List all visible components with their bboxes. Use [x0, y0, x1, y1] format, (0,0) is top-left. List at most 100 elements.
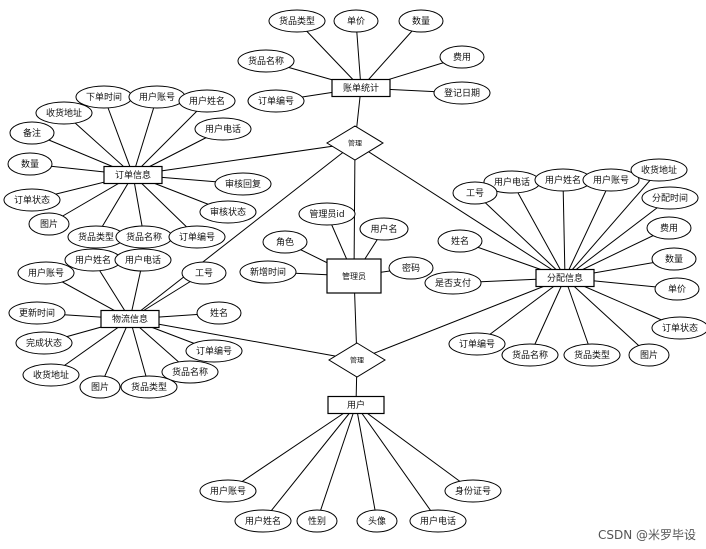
- attribute-o8: 审核回复: [214, 172, 272, 196]
- attribute-u1: 用户账号: [199, 479, 257, 503]
- entity-order: 订单信息: [103, 165, 163, 185]
- relation-r_top: 管理: [326, 125, 384, 161]
- attribute-b6: 订单编号: [247, 89, 305, 113]
- node-label: 新增时间: [250, 266, 286, 278]
- node-label: 身份证号: [455, 485, 491, 497]
- attribute-o1: 下单时间: [75, 85, 133, 109]
- node-label: 管理员id: [309, 208, 344, 220]
- node-label: 物流信息: [112, 313, 148, 325]
- attribute-o12: 货品类型: [67, 225, 125, 249]
- attribute-l11: 图片: [79, 375, 121, 399]
- node-label: 审核回复: [225, 178, 261, 190]
- node-label: 用户电话: [420, 515, 456, 527]
- node-label: 账单统计: [343, 82, 379, 94]
- node-label: 分配时间: [652, 192, 688, 204]
- attribute-s2: 用户姓名: [534, 168, 592, 192]
- node-label: 订单编号: [196, 345, 232, 357]
- node-label: 用户姓名: [75, 254, 111, 266]
- node-label: 工号: [466, 188, 484, 199]
- node-label: 单价: [668, 283, 686, 295]
- attribute-b5: 费用: [439, 45, 485, 69]
- attribute-s4: 收货地址: [630, 158, 688, 182]
- node-label: 数量: [21, 158, 39, 170]
- attribute-a4: 新增时间: [239, 260, 297, 284]
- connector-line: [132, 96, 158, 176]
- node-label: 用户姓名: [545, 174, 581, 186]
- entity-assign: 分配信息: [535, 268, 595, 288]
- attribute-u6: 用户电话: [409, 509, 467, 533]
- attribute-l2: 用户电话: [114, 248, 172, 272]
- node-label: 货品名称: [512, 349, 548, 361]
- connector-line: [354, 142, 566, 279]
- attribute-o10: 审核状态: [199, 200, 257, 224]
- attribute-s5: 工号: [452, 181, 498, 205]
- node-label: 图片: [91, 381, 109, 393]
- node-label: 用户账号: [210, 485, 246, 497]
- node-label: 数量: [665, 253, 683, 265]
- connector-line: [129, 318, 358, 361]
- node-label: 登记日期: [444, 88, 480, 99]
- node-label: 货品类型: [78, 231, 114, 243]
- node-label: 用户: [347, 399, 365, 411]
- node-label: 货品类型: [574, 349, 610, 361]
- node-label: 收货地址: [33, 369, 69, 381]
- connector-line: [316, 404, 357, 522]
- attribute-b3: 数量: [398, 9, 444, 33]
- connector-line: [129, 142, 356, 320]
- connector-line: [355, 404, 439, 522]
- connector-line: [476, 277, 566, 345]
- node-label: 密码: [402, 262, 420, 274]
- node-label: 费用: [660, 222, 678, 234]
- attribute-l7: 完成状态: [15, 331, 73, 355]
- attribute-o2: 用户账号: [128, 85, 186, 109]
- node-label: 货品名称: [126, 231, 162, 243]
- entity-logistics: 物流信息: [100, 309, 160, 329]
- attribute-s8: 费用: [646, 216, 692, 240]
- node-label: 用户账号: [28, 267, 64, 279]
- connector-line: [355, 404, 474, 492]
- node-label: 用户账号: [139, 91, 175, 103]
- connector-line: [262, 404, 357, 522]
- attribute-s6: 分配时间: [641, 186, 699, 210]
- attribute-u3: 用户姓名: [234, 509, 292, 533]
- node-label: 图片: [40, 218, 58, 230]
- node-label: 管理员: [342, 271, 366, 281]
- connector-line: [132, 100, 208, 176]
- node-label: 性别: [308, 515, 326, 527]
- node-label: 角色: [276, 236, 294, 248]
- connector-line: [562, 179, 566, 279]
- attribute-o6: 用户电话: [194, 117, 252, 141]
- entity-bill: 账单统计: [331, 78, 391, 98]
- node-label: 用户电话: [494, 176, 530, 188]
- attribute-b4: 货品名称: [237, 49, 295, 73]
- connector-line: [511, 181, 566, 279]
- node-label: 是否支付: [435, 277, 471, 289]
- attribute-o7: 数量: [7, 152, 53, 176]
- attribute-u2: 身份证号: [444, 479, 502, 503]
- node-label: 数量: [412, 15, 430, 27]
- node-label: 头像: [368, 515, 386, 527]
- connector-line: [564, 277, 593, 356]
- node-label: 分配信息: [547, 272, 583, 284]
- node-label: 用户账号: [593, 174, 629, 186]
- node-label: 备注: [23, 127, 41, 139]
- attribute-l12: 货品类型: [120, 375, 178, 399]
- attribute-l3: 用户账号: [17, 261, 75, 285]
- node-label: 姓名: [451, 235, 469, 247]
- attribute-b2: 单价: [333, 9, 379, 33]
- attribute-o3: 收货地址: [35, 101, 93, 125]
- node-label: 下单时间: [86, 91, 122, 103]
- attribute-s3: 用户账号: [582, 168, 640, 192]
- attribute-s1: 用户电话: [483, 170, 541, 194]
- relation-r_bottom: 管理: [328, 342, 386, 378]
- entity-user: 用户: [327, 395, 385, 415]
- node-label: 用户姓名: [245, 515, 281, 527]
- node-label: 用户姓名: [189, 95, 225, 107]
- connector-line: [353, 142, 356, 277]
- connector-line: [355, 404, 378, 522]
- connector-line: [360, 20, 422, 89]
- attribute-s9: 数量: [651, 247, 697, 271]
- attribute-u5: 头像: [356, 509, 398, 533]
- node-label: 更新时间: [19, 307, 55, 319]
- node-label: 订单状态: [662, 322, 698, 334]
